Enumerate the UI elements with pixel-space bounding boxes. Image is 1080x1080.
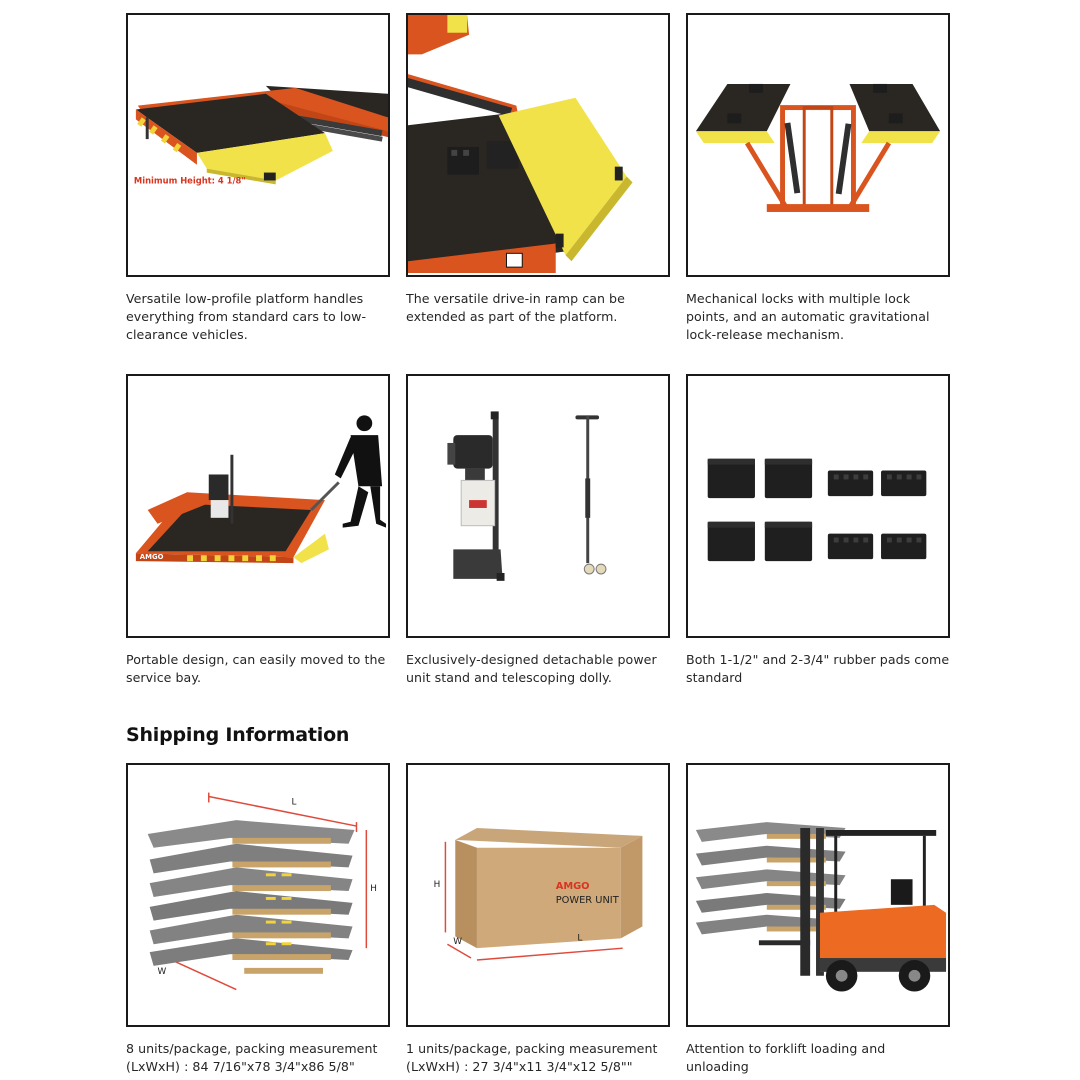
feature-card-power-unit: Exclusively-designed detachable power un… (406, 374, 670, 687)
mechanical-locks-image (686, 13, 950, 277)
amgo-platform-logo: AMGO (140, 553, 164, 561)
power-unit-and-dolly-image (406, 374, 670, 638)
dim-l-label: L (291, 797, 296, 807)
feature-card-drive-in-ramp: The versatile drive-in ramp can be exten… (406, 13, 670, 326)
shipping-caption: 1 units/package, packing measurement (Lx… (406, 1041, 658, 1074)
feature-caption: Exclusively-designed detachable power un… (406, 652, 657, 685)
feature-caption: Portable design, can easily moved to the… (126, 652, 386, 685)
feature-caption: Versatile low-profile platform handles e… (126, 291, 367, 342)
scissor-lift-raised-illustration (695, 83, 941, 212)
drive-in-ramp-image (406, 13, 670, 277)
power-unit-box-image: AMGO POWER UNIT H W L (406, 763, 670, 1027)
feature-caption: Both 1-1/2" and 2-3/4" rubber pads come … (686, 652, 950, 685)
shipping-caption: 8 units/package, packing measurement (Lx… (126, 1041, 378, 1074)
rubber-pads-image (686, 374, 950, 638)
dim-l-label: L (577, 933, 582, 943)
portable-lift-with-person-illustration: AMGO (135, 415, 387, 564)
feature-caption: The versatile drive-in ramp can be exten… (406, 291, 625, 324)
ramp-closeup-illustration (408, 15, 633, 274)
shipping-card-power-unit-box: AMGO POWER UNIT H W L 1 units/package, p… (406, 763, 670, 1076)
shipping-card-forklift: Attention to forklift loading and unload… (686, 763, 950, 1076)
portable-design-image: AMGO (126, 374, 390, 638)
forklift-loading-image (686, 763, 950, 1027)
shipping-caption: Attention to forklift loading and unload… (686, 1041, 886, 1074)
cardboard-box-illustration: AMGO POWER UNIT H W L (434, 828, 643, 961)
dim-w-label: W (453, 937, 462, 947)
feature-caption: Mechanical locks with multiple lock poin… (686, 291, 930, 342)
rubber-pads-illustration (707, 458, 927, 562)
low-profile-platform-image: Minimum Height: 4 1/8" (126, 13, 390, 277)
shipping-card-pallet: L H W (126, 763, 390, 1076)
feature-card-rubber-pads: Both 1-1/2" and 2-3/4" rubber pads come … (686, 374, 950, 687)
stacked-pallets-illustration: L H W (147, 792, 377, 991)
minimum-height-label: Minimum Height: 4 1/8" (134, 175, 246, 185)
pallet-package-image: L H W (126, 763, 390, 1027)
box-brand-logo: AMGO (556, 881, 590, 892)
feature-card-low-profile: Minimum Height: 4 1/8" Versatile low-pro… (126, 13, 390, 344)
lift-platform-illustration: Minimum Height: 4 1/8" (134, 85, 388, 185)
feature-card-portable: AMGO Portable design, can easily moved t… (126, 374, 390, 687)
feature-card-mechanical-locks: Mechanical locks with multiple lock poin… (686, 13, 950, 344)
dim-h-label: H (370, 884, 377, 894)
forklift-with-pallets-illustration (695, 822, 947, 992)
dim-h-label: H (434, 880, 441, 890)
box-label-text: POWER UNIT (556, 895, 620, 906)
power-unit-stand-illustration (447, 411, 607, 581)
shipping-information-heading: Shipping Information (126, 724, 350, 746)
dim-w-label: W (158, 967, 167, 977)
